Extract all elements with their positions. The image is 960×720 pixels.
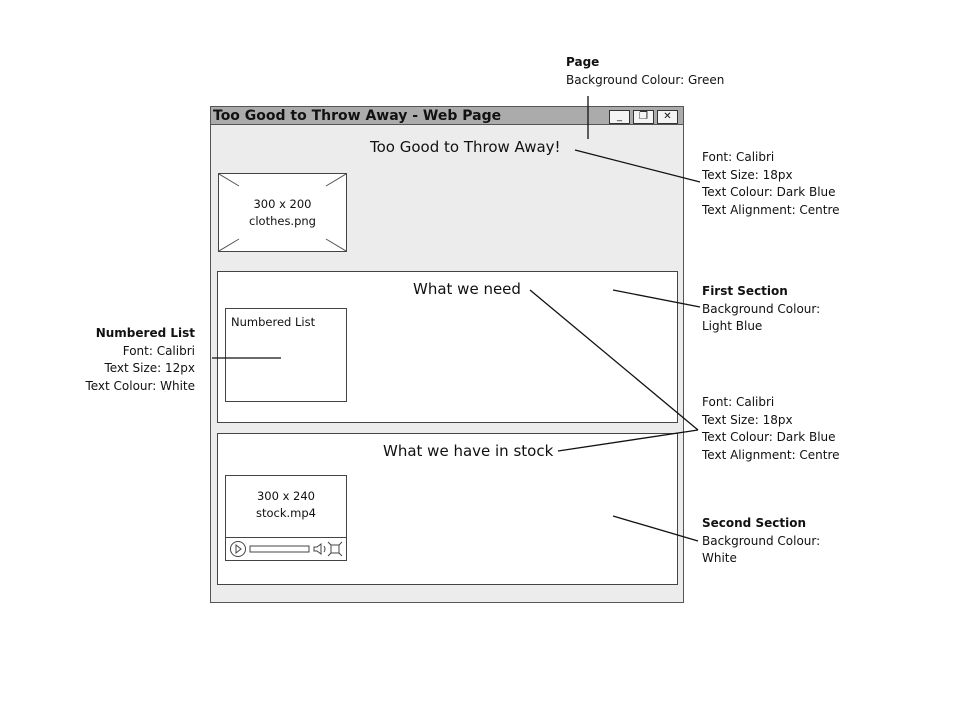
annotation-line: Text Alignment: Centre (702, 202, 840, 217)
annotation-line: White (702, 551, 737, 565)
second-section-annotation: Second Section Background Colour: White (702, 515, 820, 568)
progress-bar[interactable] (249, 545, 310, 553)
fullscreen-icon[interactable] (327, 541, 343, 557)
play-icon[interactable] (230, 541, 246, 557)
video-size: 300 x 240 (256, 489, 316, 503)
annotation-title: Second Section (702, 516, 806, 530)
numbered-list-placeholder: Numbered List (225, 308, 347, 402)
annotation-title: Page (566, 55, 600, 69)
first-section: What we need Numbered List (217, 271, 678, 423)
annotation-line: Background Colour: (702, 533, 821, 548)
first-section-heading: What we need (413, 280, 521, 298)
annotation-title: First Section (702, 284, 788, 298)
annotation-line: Text Colour: Dark Blue (702, 430, 836, 444)
video-placeholder: 300 x 240 stock.mp4 (225, 475, 347, 561)
image-filename: clothes.png (249, 214, 316, 228)
annotation-line: Text Alignment: Centre (702, 447, 840, 462)
numbered-list-annotation: Numbered List Font: Calibri Text Size: 1… (85, 325, 195, 395)
annotation-line: Light Blue (702, 319, 763, 333)
annotation-line: Font: Calibri (122, 343, 195, 358)
video-controls (226, 537, 346, 561)
image-placeholder-icon (219, 174, 346, 251)
annotation-title: Numbered List (95, 326, 195, 340)
section-font-annotation: Font: Calibri Text Size: 18px Text Colou… (702, 394, 840, 464)
annotation-line: Text Size: 18px (702, 412, 793, 427)
annotation-line: Text Colour: White (85, 378, 195, 393)
first-section-annotation: First Section Background Colour: Light B… (702, 283, 820, 336)
annotation-line: Text Size: 18px (702, 167, 793, 182)
volume-icon[interactable] (313, 543, 326, 555)
image-size: 300 x 200 (253, 197, 312, 211)
second-section-heading: What we have in stock (383, 442, 554, 460)
video-controls-icons (230, 541, 343, 557)
numbered-list-label: Numbered List (231, 315, 316, 329)
second-section: What we have in stock 300 x 240 stock.mp… (217, 433, 678, 585)
annotation-line: Background Colour: (702, 301, 821, 316)
annotation-line: Font: Calibri (702, 395, 775, 409)
page-heading: Too Good to Throw Away! (370, 138, 561, 156)
restore-button[interactable]: ❐ (633, 110, 654, 124)
annotation-line: Text Size: 12px (104, 361, 195, 375)
heading-font-annotation: Font: Calibri Text Size: 18px Text Colou… (702, 149, 840, 219)
video-filename: stock.mp4 (256, 506, 316, 520)
minimize-button[interactable]: _ (609, 110, 630, 124)
browser-window: Too Good to Throw Away - Web Page _ ❐ ✕ … (210, 106, 684, 603)
page-annotation: Page Background Colour: Green (566, 54, 724, 89)
annotation-line: Font: Calibri (702, 150, 775, 164)
annotation-line: Text Colour: Dark Blue (702, 185, 836, 199)
window-title: Too Good to Throw Away - Web Page (211, 107, 683, 125)
close-button[interactable]: ✕ (657, 110, 678, 124)
clothes-image-placeholder: 300 x 200 clothes.png (218, 173, 347, 252)
annotation-line: Background Colour: Green (566, 72, 725, 87)
